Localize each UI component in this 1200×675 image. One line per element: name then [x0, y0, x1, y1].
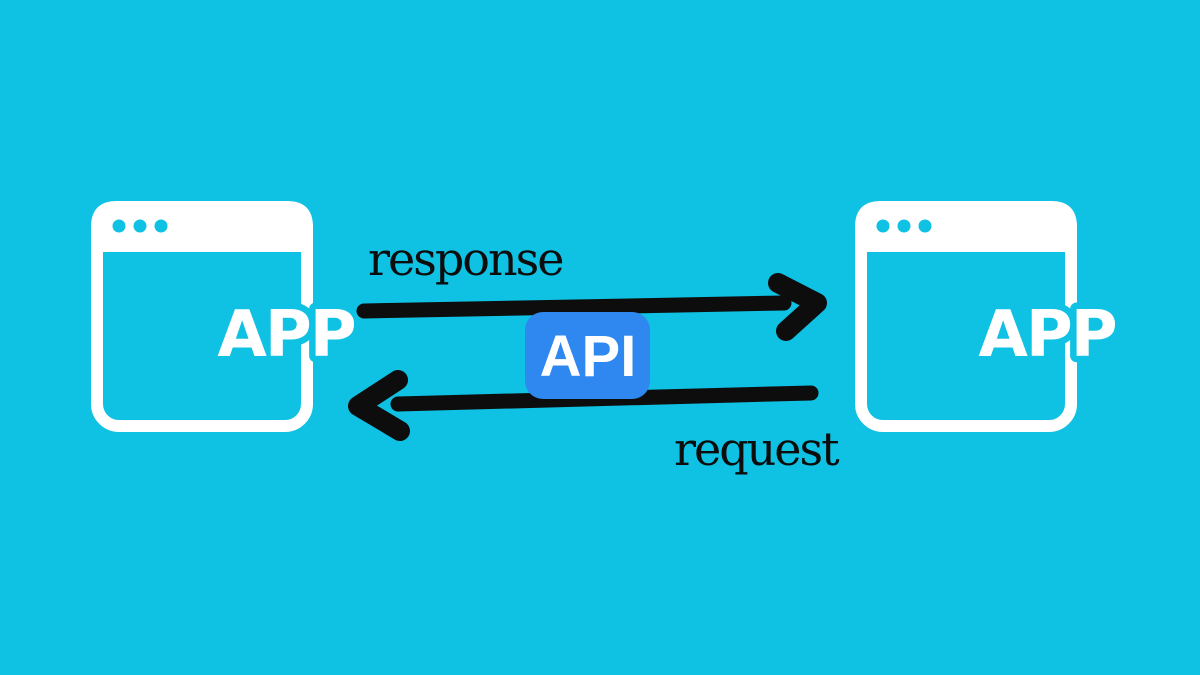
- window-titlebar: [855, 201, 1077, 252]
- api-badge: API: [525, 312, 650, 399]
- response-arrow-icon: [356, 273, 827, 341]
- api-badge-label: API: [540, 324, 637, 389]
- browser-window-icon-left: APP: [91, 201, 363, 432]
- window-outline: [855, 201, 1077, 432]
- app-label-right: APP: [978, 298, 1115, 372]
- window-dots-icon: [112, 219, 168, 233]
- window-dots-icon: [876, 219, 932, 233]
- browser-window-icon-right: APP: [855, 201, 1124, 432]
- response-label: response: [368, 232, 564, 286]
- api-badge-background: [525, 312, 650, 399]
- app-label-left: APP: [217, 298, 354, 372]
- window-outline: [91, 201, 313, 432]
- window-titlebar: [91, 201, 313, 252]
- request-label: request: [674, 422, 840, 476]
